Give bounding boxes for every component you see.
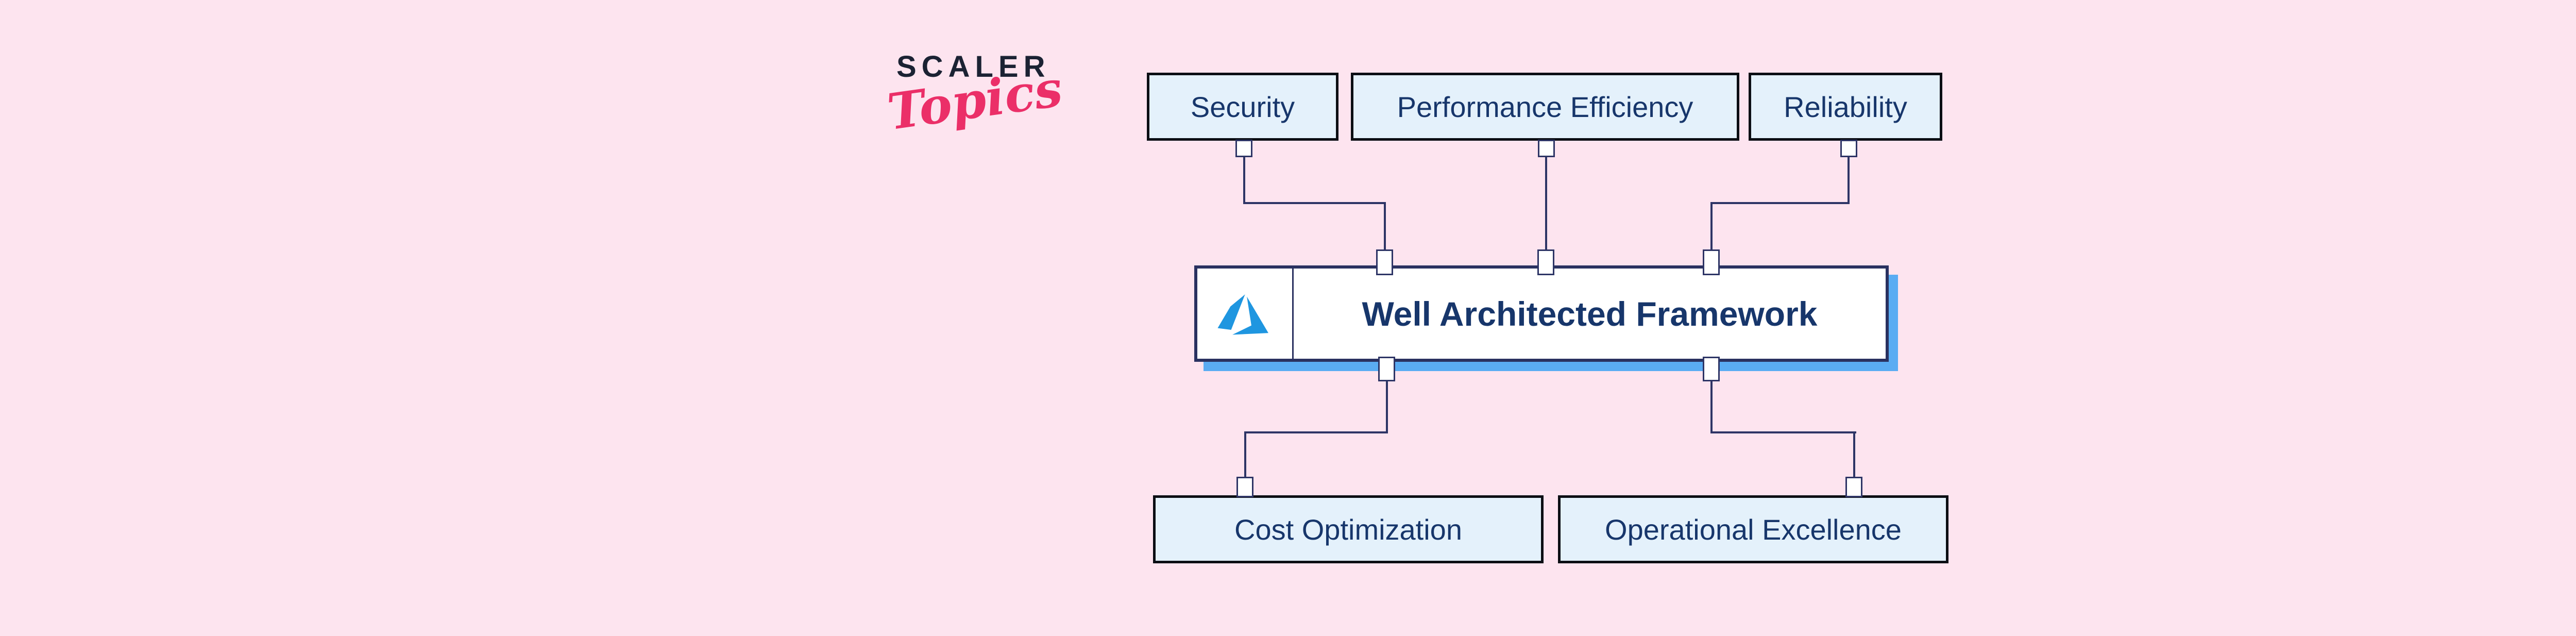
connector-port-center-top-middle	[1537, 249, 1554, 275]
connector-port-center-bottom-left	[1378, 357, 1395, 381]
azure-icon	[1217, 294, 1268, 334]
pillar-label-reliability: Reliability	[1784, 90, 1907, 123]
connector-line-opex-h	[1710, 431, 1856, 433]
connector-line-reliability-v1	[1848, 156, 1850, 204]
pillar-box-operational-excellence: Operational Excellence	[1558, 495, 1948, 563]
pillar-label-operational-excellence: Operational Excellence	[1605, 513, 1902, 546]
connector-line-security-h	[1243, 202, 1386, 204]
connector-line-security-v2	[1384, 202, 1386, 250]
center-title: Well Architected Framework	[1362, 294, 1818, 333]
connector-port-reliability	[1840, 140, 1857, 157]
connector-port-center-bottom-right	[1703, 357, 1720, 381]
pillar-box-cost-optimization: Cost Optimization	[1153, 495, 1544, 563]
connector-line-cost-h	[1244, 431, 1388, 433]
connector-line-security-v1	[1243, 156, 1245, 204]
connector-line-reliability-v2	[1710, 202, 1713, 250]
connector-line-reliability-h	[1711, 202, 1850, 204]
connector-port-center-top-right	[1703, 249, 1720, 275]
connector-port-cost-optimization	[1236, 477, 1253, 497]
connector-line-opex-v2	[1853, 431, 1855, 479]
connector-line-cost-v2	[1244, 431, 1246, 479]
pillar-label-cost-optimization: Cost Optimization	[1234, 513, 1462, 546]
connector-port-center-top-left	[1376, 249, 1393, 275]
pillar-box-performance-efficiency: Performance Efficiency	[1351, 73, 1739, 141]
well-architected-framework-box: Well Architected Framework	[1194, 265, 1889, 362]
pillar-box-security: Security	[1147, 73, 1338, 141]
connector-line-cost-v1	[1386, 379, 1388, 433]
connector-port-performance	[1538, 140, 1555, 157]
connector-port-security	[1235, 140, 1252, 157]
connector-port-operational-excellence	[1845, 477, 1862, 497]
connector-line-opex-v1	[1710, 379, 1713, 433]
connector-line-performance-v	[1545, 156, 1547, 250]
pillar-box-reliability: Reliability	[1749, 73, 1942, 141]
pillar-label-security: Security	[1190, 90, 1295, 123]
pillar-label-performance-efficiency: Performance Efficiency	[1397, 90, 1693, 123]
scaler-logo-brand: SCALER	[896, 50, 1050, 83]
azure-logo-cell	[1197, 269, 1294, 359]
